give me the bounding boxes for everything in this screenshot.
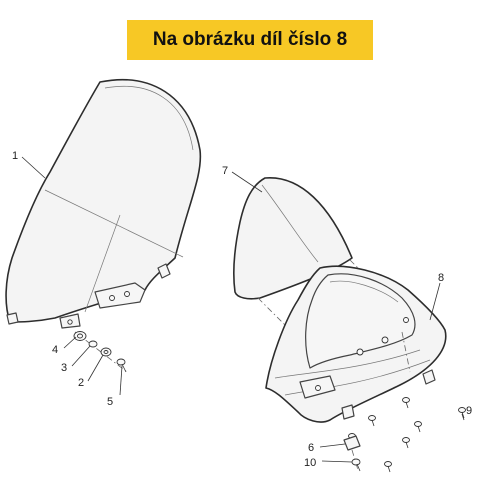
callout-4: 4 xyxy=(52,344,58,356)
leader-lines xyxy=(21,156,465,463)
callout-numbers: 1 7 8 4 3 2 5 9 6 10 xyxy=(12,150,472,469)
callout-9: 9 xyxy=(466,405,472,417)
callout-8: 8 xyxy=(438,272,444,284)
screws-part-9 xyxy=(348,397,466,473)
screw-9e xyxy=(402,437,410,449)
windscreen-part-1 xyxy=(5,78,202,329)
callout-10: 10 xyxy=(304,457,316,469)
screw-9b xyxy=(368,415,376,427)
callout-6: 6 xyxy=(308,442,314,454)
screw-9g xyxy=(458,407,466,419)
spacer-part-3 xyxy=(88,340,98,348)
highlight-banner: Na obrázku díl číslo 8 xyxy=(127,20,373,60)
screw-9c xyxy=(414,421,422,433)
banner-text: Na obrázku díl číslo 8 xyxy=(152,29,348,50)
callout-1: 1 xyxy=(12,150,18,162)
hardware-stack xyxy=(73,331,128,373)
callout-3: 3 xyxy=(61,362,67,374)
front-cowl-part-8 xyxy=(265,265,447,423)
screw-9f xyxy=(384,461,392,473)
screw-part-5 xyxy=(116,358,127,373)
screw-9a xyxy=(402,397,410,409)
callout-5: 5 xyxy=(107,396,113,408)
callout-2: 2 xyxy=(78,377,84,389)
screw-part-10 xyxy=(351,458,361,472)
callout-7: 7 xyxy=(222,165,228,177)
